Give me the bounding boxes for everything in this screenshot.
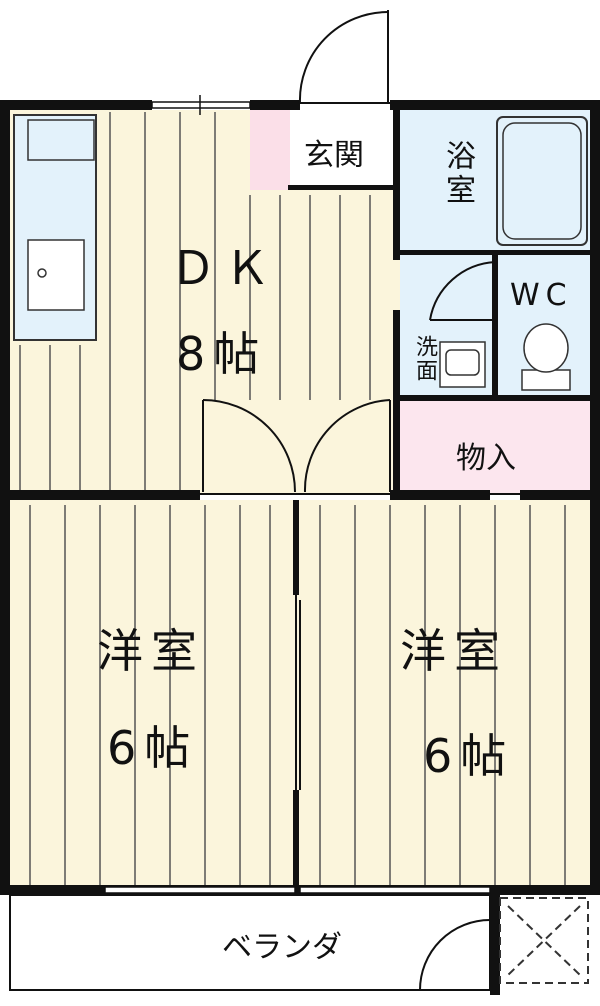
entrance-step: [250, 110, 290, 190]
balcony: [9, 894, 491, 991]
east-room-floor: [300, 500, 595, 890]
dk-room-name: ＤＫ: [170, 241, 278, 295]
east-room-size: 6帖: [423, 729, 515, 783]
west-room-size: 6帖: [107, 721, 199, 775]
bathtub: [496, 116, 588, 246]
toilet: [521, 323, 571, 391]
dk-room-size: 8帖: [176, 327, 268, 381]
bath-label: 浴室: [440, 140, 475, 208]
washroom-label: 洗面: [412, 335, 437, 383]
entrance-label: 玄関: [304, 138, 364, 173]
east-room-plank-lines: [319, 505, 566, 885]
interior-doors: [200, 261, 520, 790]
balcony-label: ベランダ: [222, 930, 342, 965]
front-door: [298, 10, 390, 104]
windows: [104, 95, 491, 894]
west-room-plank-lines: [29, 505, 271, 885]
storage-floor: [400, 400, 595, 495]
kitchen-counter: [13, 114, 97, 341]
outdoor-unit: [499, 897, 589, 984]
dk-plank-lines: [19, 112, 371, 490]
west-room-name: 洋室: [97, 624, 205, 678]
washbasin: [439, 341, 486, 388]
east-room-name: 洋室: [400, 624, 508, 678]
storage-label: 物入: [456, 441, 516, 476]
west-room-floor: [10, 500, 300, 890]
entrance-floor: [290, 110, 400, 190]
wc-label: WC: [510, 278, 573, 313]
